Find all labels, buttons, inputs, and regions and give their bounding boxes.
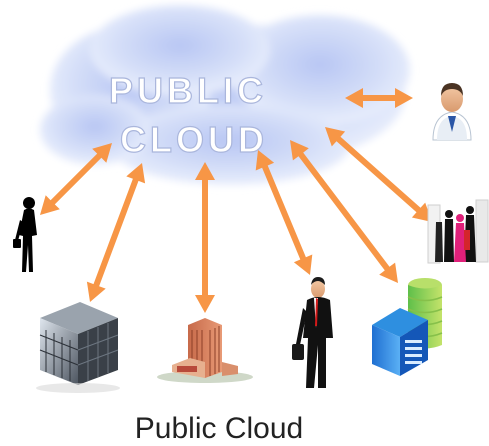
blue-tower-icon [372,278,443,376]
arrow-to-business-person [345,88,413,108]
people-crowd-icon [427,199,489,264]
arrow-to-businesswoman [40,143,112,215]
arrow-to-blue-tower [290,140,398,283]
arrow-to-office-building [86,163,146,302]
business-person-icon [432,83,472,141]
arrow-to-brick-building [195,162,215,313]
businesswoman-silhouette-icon [13,197,37,272]
cloud-shape [40,5,410,185]
office-building-icon [36,302,120,393]
arrow-to-crowd [325,127,432,222]
brick-building-icon [157,318,253,383]
diagram-caption: Public Cloud [135,412,303,445]
arrow-to-walking-businessman [255,150,313,275]
walking-businessman-icon [292,277,333,388]
cloud-label-line2: CLOUD [120,119,268,160]
cloud-label-line1: PUBLIC [109,70,267,111]
connection-arrows [40,88,432,313]
